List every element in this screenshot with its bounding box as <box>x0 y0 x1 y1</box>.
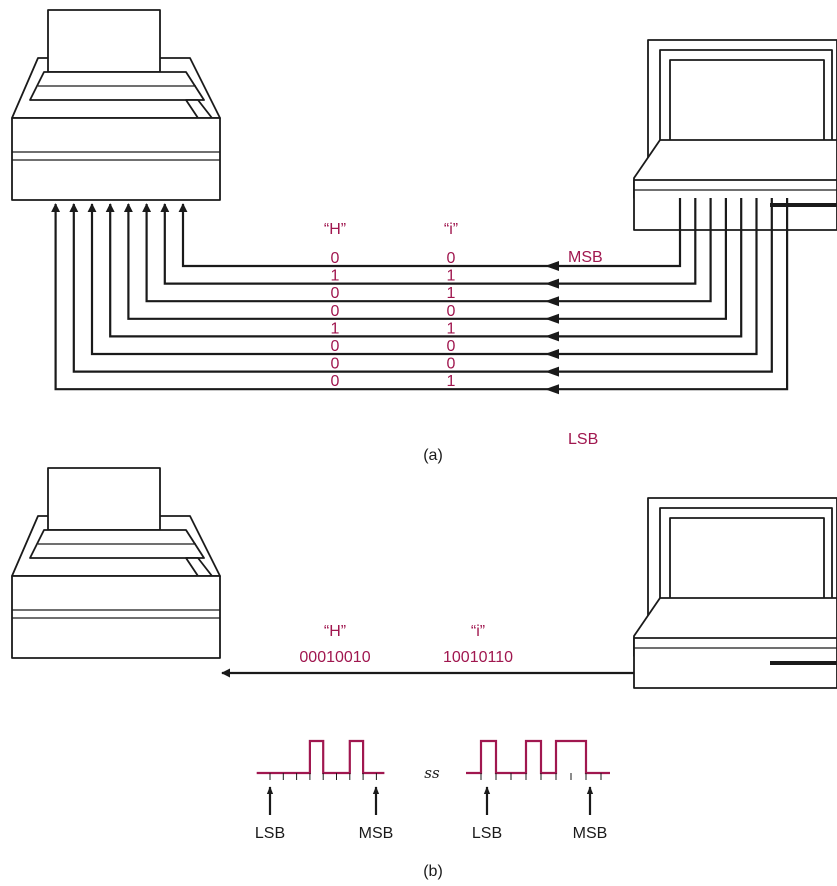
char-h-label: “H” <box>324 623 346 640</box>
msb-label: MSB <box>568 249 603 266</box>
char-h-bits: 00010010 <box>299 649 370 666</box>
char-h-label: “H” <box>324 221 346 238</box>
h-bit: 0 <box>331 250 340 267</box>
arrow-icon <box>545 261 559 271</box>
arrow-icon <box>545 366 559 377</box>
panel-b <box>11 467 837 689</box>
caption-a: (a) <box>423 447 443 464</box>
h-bit: 0 <box>331 285 340 302</box>
i-bit: 0 <box>447 303 456 320</box>
parallel-wire <box>178 198 682 268</box>
i-bit: 0 <box>447 250 456 267</box>
h-bit: 0 <box>331 303 340 320</box>
caption-b: (b) <box>423 863 443 880</box>
break-symbol-icon: ss <box>424 764 440 782</box>
char-i-label: “i” <box>444 221 458 238</box>
arrow-icon <box>545 313 559 324</box>
parallel-wire <box>51 198 789 391</box>
printer-icon <box>11 9 221 201</box>
computer-icon <box>633 497 837 689</box>
arrow-icon <box>545 278 559 289</box>
i-bit: 0 <box>447 338 456 355</box>
arrow-icon <box>545 384 559 395</box>
right-lsb-label: LSB <box>472 825 502 842</box>
parallel-wire <box>105 198 743 338</box>
h-bit: 1 <box>331 268 340 285</box>
parallel-wire <box>160 198 697 285</box>
computer-icon <box>633 39 837 231</box>
lsb-label: LSB <box>568 431 598 448</box>
parallel-wire <box>69 198 773 373</box>
h-bit: 0 <box>331 373 340 390</box>
i-bit: 1 <box>447 285 456 302</box>
h-bit: 0 <box>331 338 340 355</box>
printer-icon <box>11 467 221 659</box>
char-i-bits: 10010110 <box>443 649 513 666</box>
left-msb-label: MSB <box>359 825 394 842</box>
i-bit: 1 <box>447 320 456 337</box>
right-waveform <box>466 739 610 775</box>
arrow-icon <box>545 331 559 342</box>
arrow-icon <box>545 296 559 307</box>
i-bit: 1 <box>447 373 456 390</box>
arrow-icon <box>545 349 559 359</box>
right-msb-label: MSB <box>573 825 608 842</box>
char-i-label: “i” <box>471 623 485 640</box>
left-waveform <box>256 739 385 775</box>
i-bit: 1 <box>447 268 456 285</box>
parallel-wire <box>87 198 758 356</box>
left-lsb-label: LSB <box>255 825 285 842</box>
parallel-wire <box>142 198 712 303</box>
i-bit: 0 <box>447 356 456 373</box>
h-bit: 0 <box>331 356 340 373</box>
parallel-wire <box>123 198 727 320</box>
h-bit: 1 <box>331 320 340 337</box>
bit-waveforms <box>256 739 610 780</box>
